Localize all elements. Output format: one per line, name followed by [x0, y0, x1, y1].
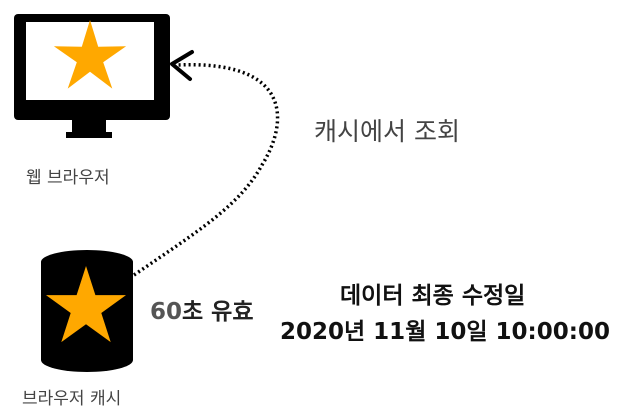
monitor-icon [14, 14, 170, 138]
validity-label: 60초 유효 [150, 292, 254, 326]
browser-label: 웹 브라우저 [26, 168, 110, 188]
database-icon [41, 250, 133, 372]
star-icon [53, 20, 127, 89]
last-modified-title: 데이터 최종 수정일 [340, 283, 526, 309]
validity-seconds: 60 [150, 299, 183, 325]
cache-lookup-label: 캐시에서 조회 [314, 117, 460, 146]
cache-label: 브라우저 캐시 [22, 389, 122, 409]
star-icon [46, 266, 126, 343]
cache-lookup-arrow [133, 50, 280, 277]
validity-unit: 초 유효 [182, 299, 254, 325]
last-modified-date: 2020년 11월 10일 10:00:00 [280, 319, 610, 345]
